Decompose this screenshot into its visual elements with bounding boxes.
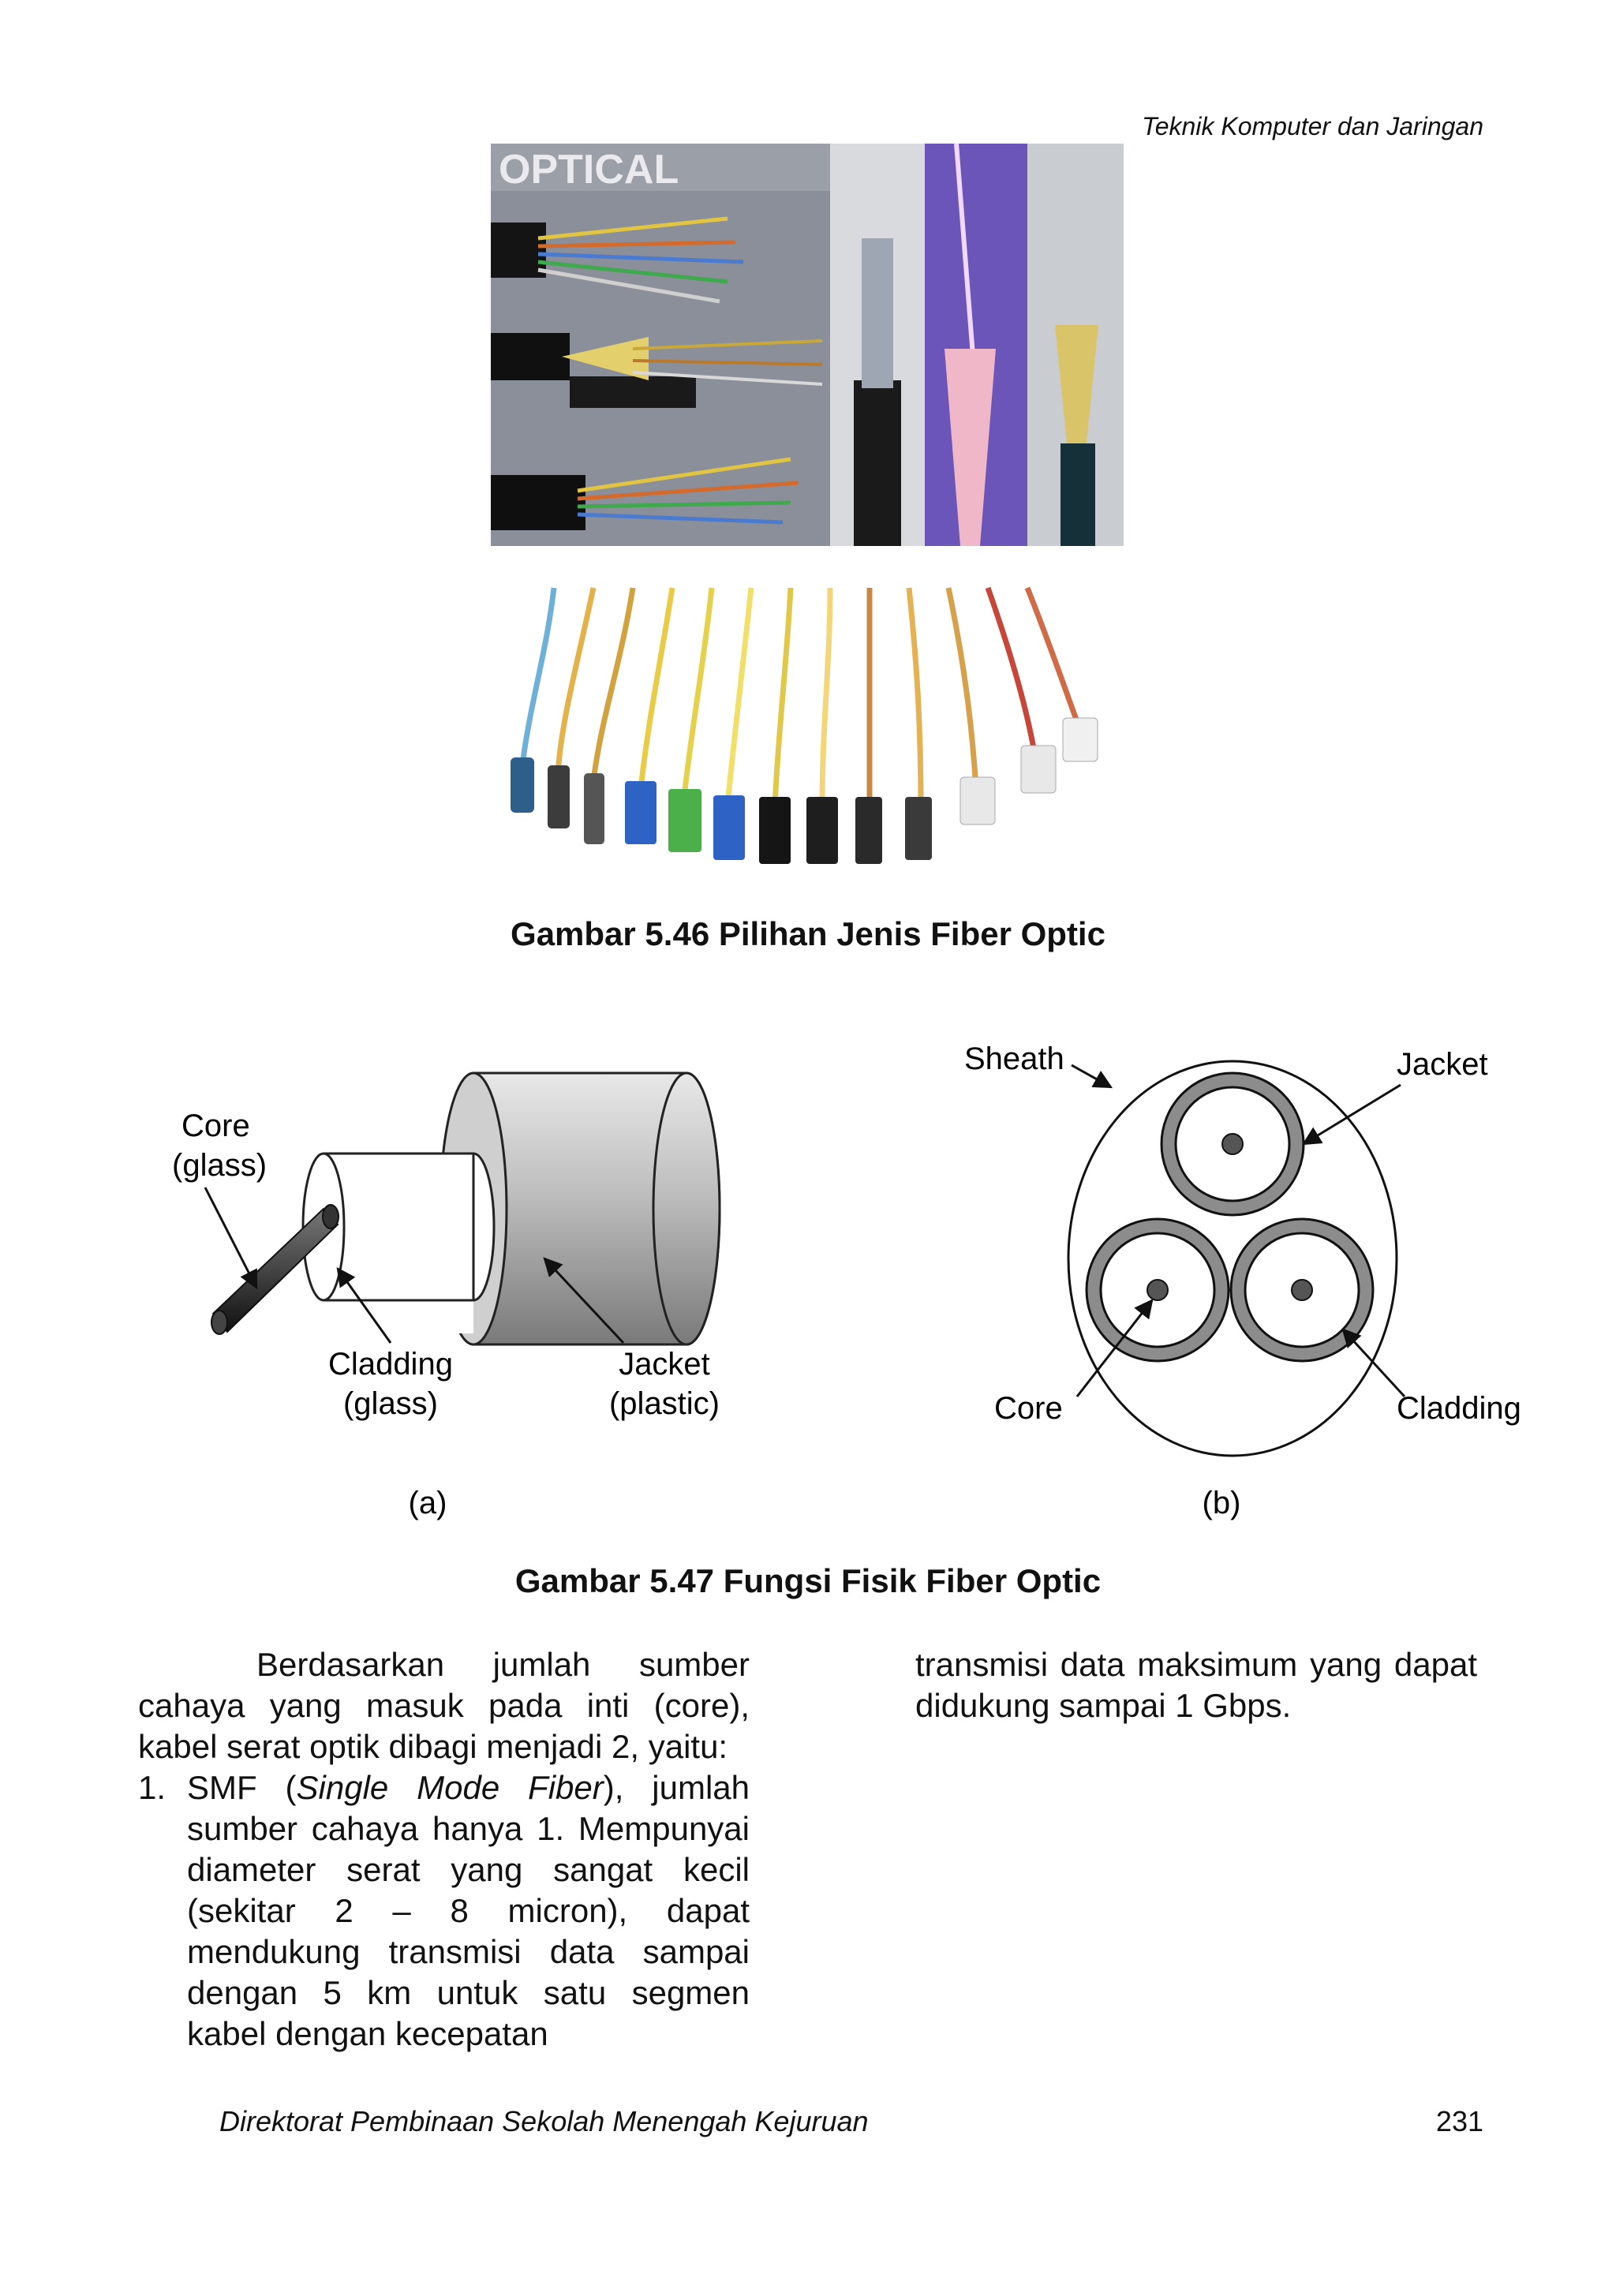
smf-italic-term: Single Mode Fiber [296, 1769, 604, 1806]
label-jacket-line1: Jacket [619, 1347, 710, 1382]
label-core-line1: Core [181, 1109, 250, 1143]
label-core-line2: (glass) [172, 1148, 267, 1183]
optical-cables-photo: OPTICAL [491, 144, 1124, 546]
fiber-cross-section-diagram-a: Core (glass) Cladding (glass) Jacket (pl… [172, 1071, 721, 1520]
list-item-smf: 1. SMF (Single Mode Fiber), jumlah sumber… [138, 1767, 750, 2055]
intro-paragraph: Berdasarkan jumlah sumber cahaya yang ma… [138, 1646, 750, 1765]
smf-description: ), jumlah sumber cahaya hanya 1. Mempuny… [187, 1769, 750, 2052]
footer-institution: Direktorat Pembinaan Sekolah Menengah Ke… [219, 2105, 869, 2137]
label-cladding-line2: (glass) [343, 1386, 438, 1421]
optical-label: OPTICAL [499, 147, 679, 193]
sublabel-a: (a) [409, 1486, 447, 1520]
label-cladding-line1: Cladding [328, 1347, 453, 1382]
fiber-cable-cross-section-diagram-b: Sheath Jacket Core Cladding (b) [964, 1041, 1521, 1520]
label-cladding-b: Cladding [1397, 1391, 1521, 1426]
figure-547-caption: Gambar 5.47 Fungsi Fisik Fiber Optic [514, 1562, 1102, 1599]
label-sheath: Sheath [964, 1041, 1064, 1076]
label-core-b: Core [994, 1391, 1063, 1426]
list-number: 1. [138, 1769, 166, 1806]
sublabel-b: (b) [1203, 1486, 1241, 1520]
right-column-paragraph: transmisi data maksimum yang dapat diduk… [915, 1646, 1477, 1724]
left-column: Berdasarkan jumlah sumber cahaya yang ma… [138, 1644, 750, 2055]
label-jacket-line2: (plastic) [609, 1386, 720, 1421]
smf-abbr: SMF ( [187, 1769, 297, 1806]
fiber-connectors-photo [491, 584, 1124, 868]
right-column: transmisi data maksimum yang dapat diduk… [915, 1644, 1477, 1726]
page-number: 231 [1435, 2105, 1483, 2137]
figure-546-caption: Gambar 5.46 Pilihan Jenis Fiber Optic [511, 915, 1105, 952]
running-header: Teknik Komputer dan Jaringan [1142, 112, 1483, 140]
label-jacket-b: Jacket [1397, 1047, 1488, 1082]
